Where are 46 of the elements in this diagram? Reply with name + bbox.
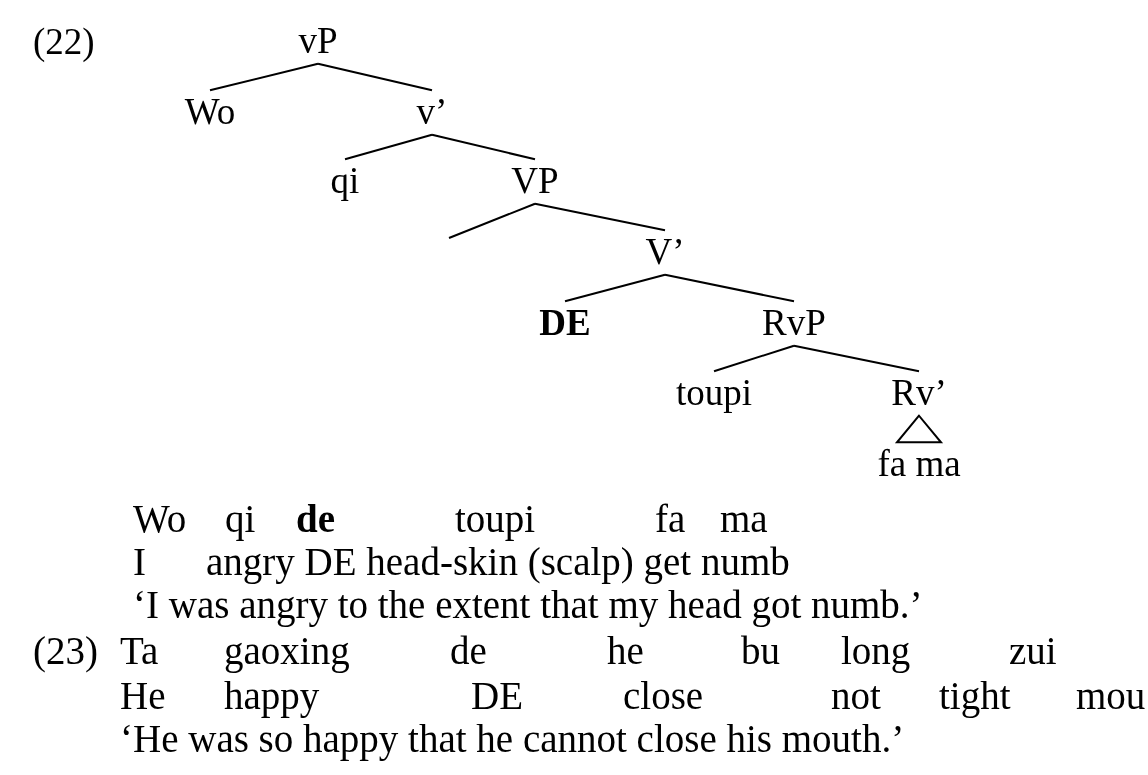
gloss-word: ma [720, 496, 768, 543]
translation-text: ‘He was so happy that he cannot close his mouth.’ [120, 717, 905, 763]
tree-branch [564, 273, 666, 303]
gloss-word: toupi [455, 496, 536, 543]
gloss-word: not [831, 673, 881, 720]
gloss-word: de [296, 496, 335, 543]
gloss-word: qi [225, 496, 256, 543]
tree-branch [664, 273, 795, 303]
gloss-word: gaoxing [224, 628, 350, 675]
category-label: Rv’ [891, 371, 947, 416]
roof-triangle [894, 414, 944, 444]
category-label: VP [511, 159, 559, 204]
gloss-word: he [607, 628, 644, 675]
category-label: vP [298, 19, 338, 64]
example-number: (23) [33, 628, 98, 675]
tree-branch [344, 133, 433, 161]
tree-branch [317, 62, 433, 92]
word-label: DE [539, 301, 591, 346]
gloss-word: de [450, 628, 487, 675]
word-label: toupi [675, 371, 753, 416]
tree-branch [534, 202, 666, 232]
gloss-word: long [841, 628, 911, 675]
category-label: V’ [645, 230, 685, 275]
translation-text: ‘I was angry to the extent that my head got numb.’ [133, 583, 923, 629]
example-number: (22) [33, 20, 95, 65]
gloss-word: zui [1009, 628, 1057, 675]
word-label: fa ma [877, 442, 961, 487]
category-label: v’ [416, 90, 448, 135]
tree-branch [448, 202, 536, 239]
gloss-word: He [120, 673, 166, 720]
gloss-word: bu [741, 628, 780, 675]
gloss-word: DE [471, 673, 523, 720]
tree-branch [713, 344, 795, 373]
gloss-line: angry DE head-skin (scalp) get numb [206, 540, 790, 586]
gloss-word: happy [224, 673, 320, 720]
gloss-word: Ta [120, 628, 159, 675]
tree-branch [431, 133, 536, 161]
word-label: Wo [184, 90, 236, 135]
tree-branch [209, 62, 319, 92]
gloss-word: mou [1076, 673, 1146, 720]
gloss-word: fa [655, 496, 686, 543]
category-label: RvP [762, 301, 826, 346]
word-label: qi [330, 159, 360, 204]
gloss-word: close [623, 673, 704, 720]
tree-branch [793, 344, 920, 373]
gloss-word: tight [939, 673, 1011, 720]
